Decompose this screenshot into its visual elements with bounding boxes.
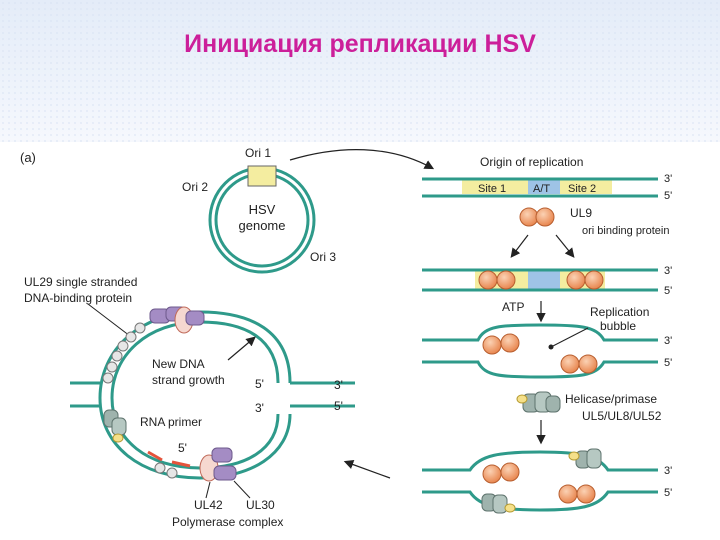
helicase-primase-protein bbox=[516, 391, 561, 413]
slide-title: Инициация репликации HSV bbox=[184, 30, 536, 58]
site1-label: Site 1 bbox=[478, 183, 506, 195]
final-5prime: 5' bbox=[664, 487, 672, 499]
fork-3prime: 3' bbox=[255, 401, 264, 415]
header-background bbox=[0, 0, 720, 142]
ul30-pointer bbox=[233, 480, 251, 499]
growth-label-line2: strand growth bbox=[152, 373, 225, 387]
ssb-label-line2: DNA-binding protein bbox=[24, 291, 132, 305]
rna-primer-label: RNA primer bbox=[140, 415, 202, 429]
replication-ring bbox=[70, 310, 355, 480]
ul30-label: UL30 bbox=[246, 498, 275, 512]
ul9-desc: ori binding protein bbox=[582, 225, 669, 237]
growth-label-line1: New DNA bbox=[152, 357, 205, 371]
ul29-ssb-beads bbox=[102, 322, 178, 479]
origin-title: Origin of replication bbox=[480, 155, 583, 169]
origin-dna bbox=[422, 177, 658, 198]
genome-label-line2: genome bbox=[239, 218, 286, 233]
helicase-label-line1: Helicase/primase bbox=[565, 392, 657, 406]
ori1-label: Ori 1 bbox=[245, 146, 271, 160]
polymerase-complex-top bbox=[149, 306, 205, 334]
origin-5prime: 5' bbox=[664, 190, 672, 202]
ori1-box bbox=[247, 165, 277, 187]
polymerase-complex-bottom bbox=[199, 447, 237, 482]
bubble-5prime: 5' bbox=[664, 357, 672, 369]
at-label: A/T bbox=[533, 183, 550, 195]
ssb-label-line1: UL29 single stranded bbox=[24, 275, 137, 289]
bound-5prime: 5' bbox=[664, 285, 672, 297]
bound-origin-dna bbox=[422, 268, 658, 292]
atp-label: ATP bbox=[502, 300, 524, 314]
ul42-pointer bbox=[205, 481, 211, 499]
final-3prime: 3' bbox=[664, 465, 672, 477]
replication-bubble bbox=[422, 323, 658, 379]
helicase-loaded-bubble bbox=[422, 448, 658, 514]
ul9-label: UL9 bbox=[570, 206, 592, 220]
zoom-arrow bbox=[289, 149, 435, 170]
bubble-3prime: 3' bbox=[664, 335, 672, 347]
helicase-on-ring bbox=[103, 409, 127, 443]
bubble-label-line2: bubble bbox=[600, 319, 636, 333]
ssb-pointer bbox=[87, 303, 131, 337]
tail-3prime: 3' bbox=[334, 378, 343, 392]
return-arrow bbox=[343, 459, 391, 479]
helicase-label-line2: UL5/UL8/UL52 bbox=[582, 409, 662, 423]
ul42-label: UL42 bbox=[194, 498, 223, 512]
split-arrow-right bbox=[555, 234, 575, 258]
hsv-genome-circle bbox=[208, 165, 316, 274]
ori3-label: Ori 3 bbox=[310, 250, 336, 264]
ul9-protein bbox=[519, 207, 555, 227]
polymerase-label: Polymerase complex bbox=[172, 515, 283, 529]
ori2-label: Ori 2 bbox=[182, 180, 208, 194]
panel-label: (a) bbox=[20, 150, 36, 165]
primer-5prime-label: 5' bbox=[178, 441, 187, 455]
genome-label-line1: HSV bbox=[249, 202, 276, 217]
tail-5prime: 5' bbox=[334, 399, 343, 413]
bound-3prime: 3' bbox=[664, 265, 672, 277]
origin-3prime: 3' bbox=[664, 173, 672, 185]
split-arrow-left bbox=[510, 234, 529, 258]
growth-arrow bbox=[227, 336, 256, 361]
site2-label: Site 2 bbox=[568, 183, 596, 195]
fork-5prime: 5' bbox=[255, 377, 264, 391]
bubble-label-line1: Replication bbox=[590, 305, 649, 319]
